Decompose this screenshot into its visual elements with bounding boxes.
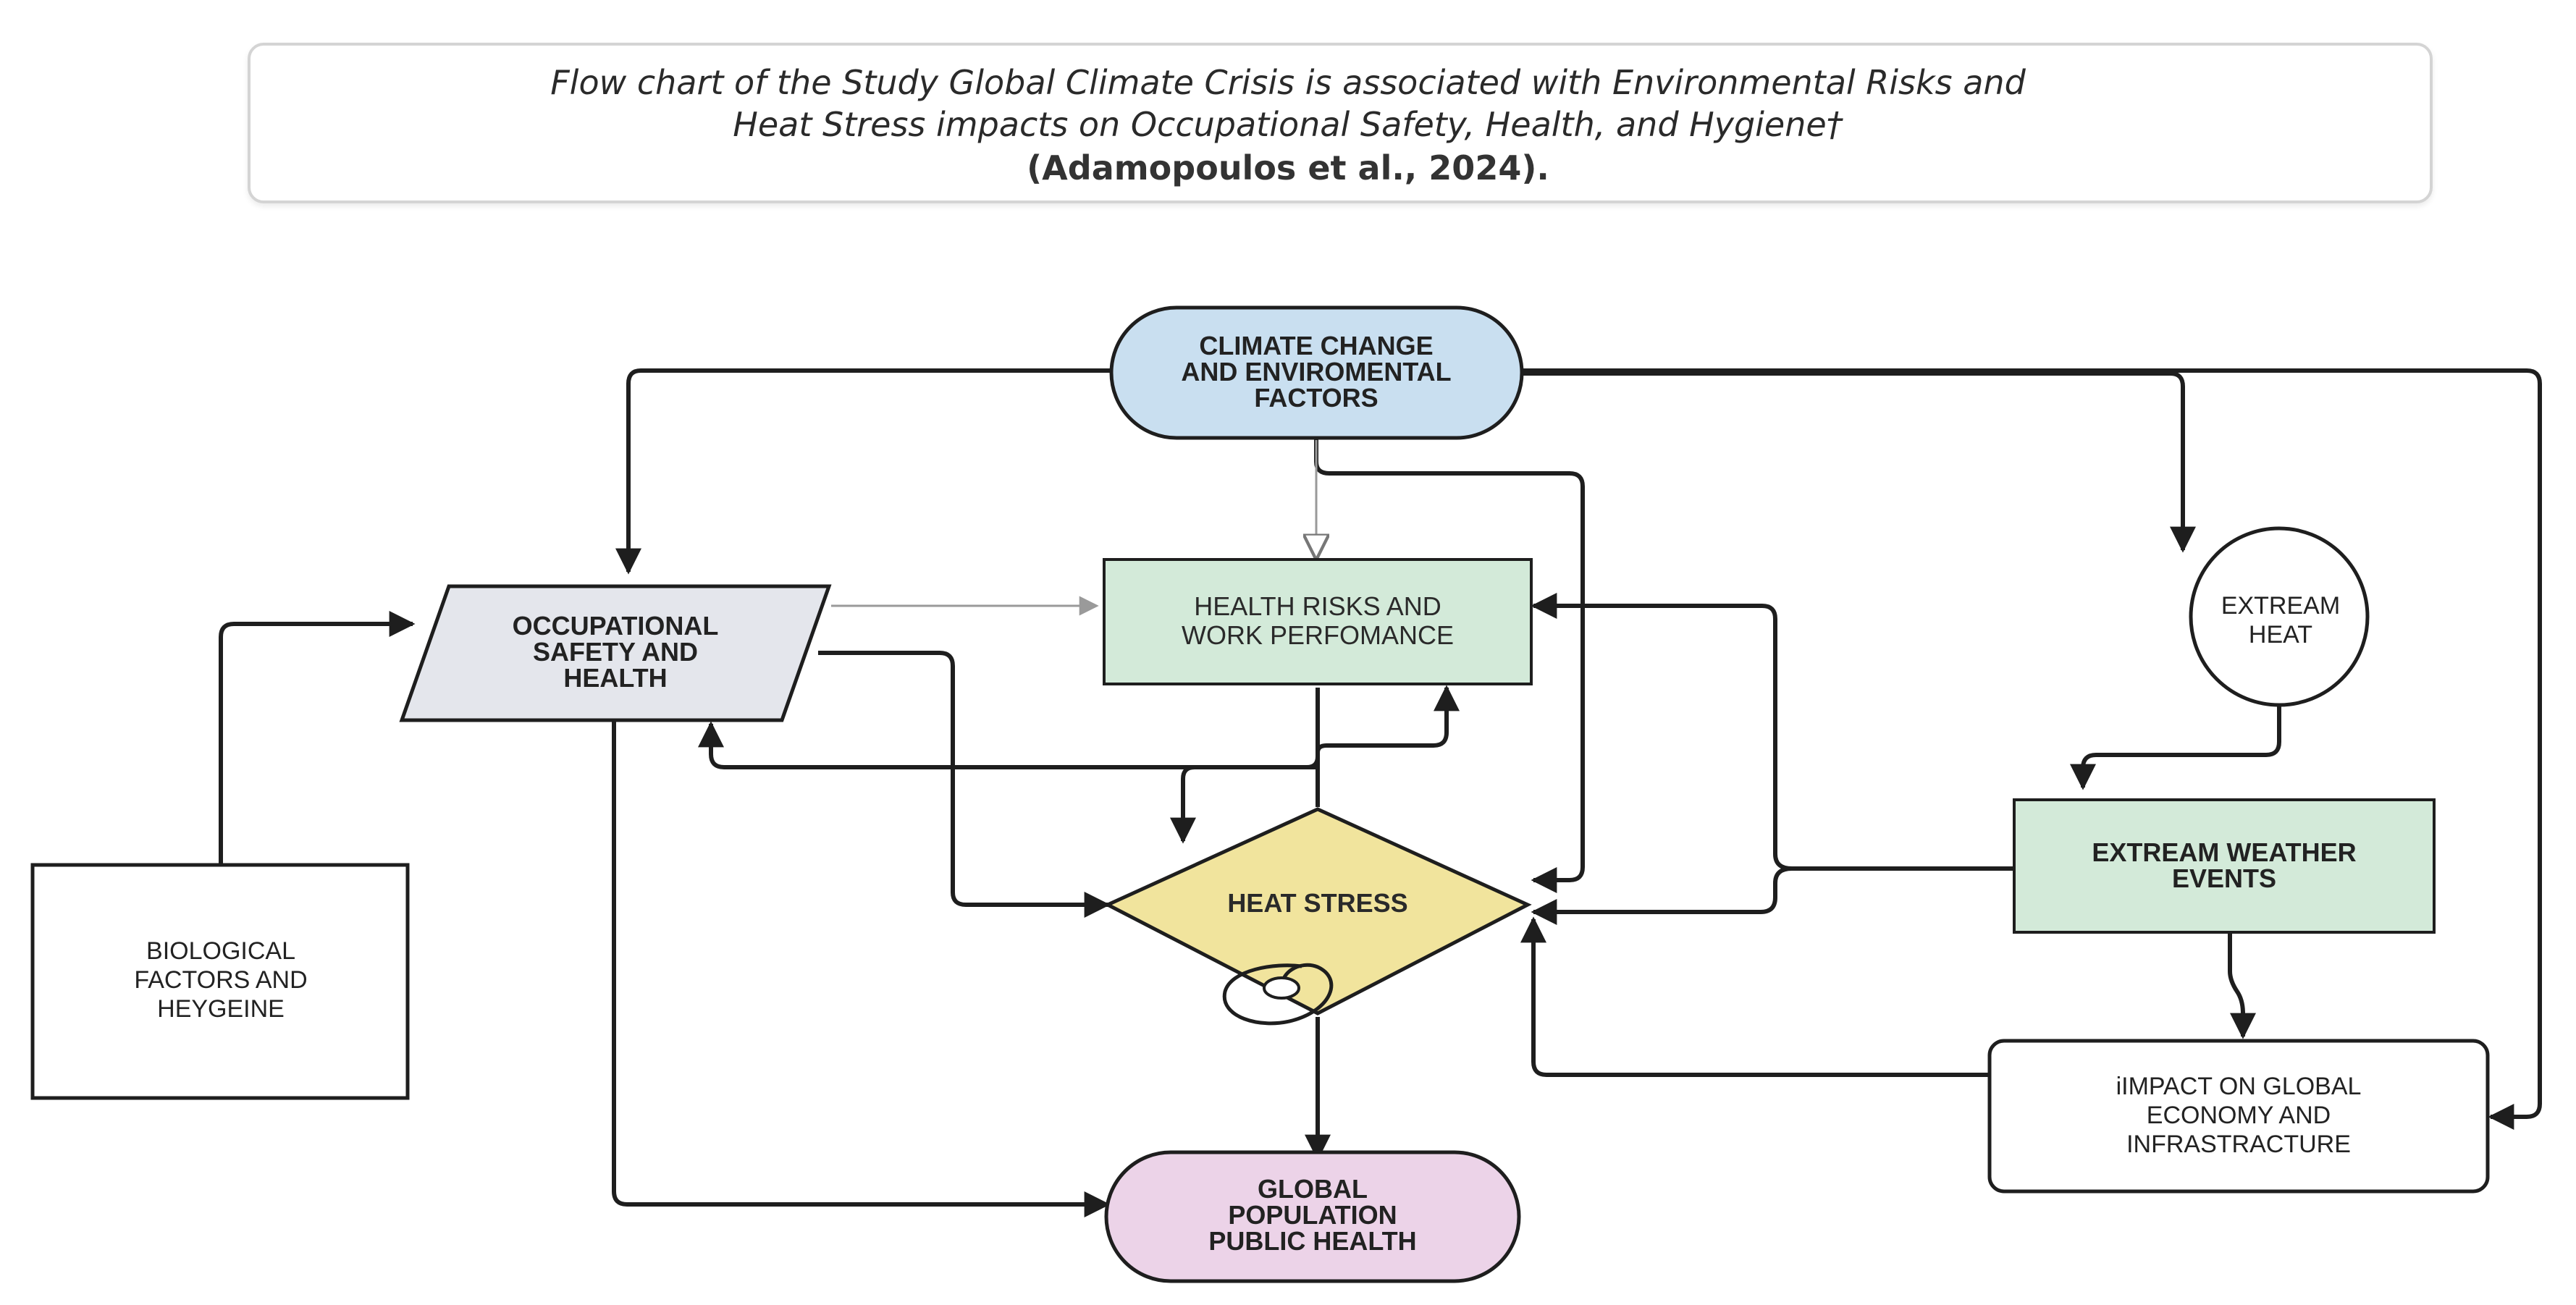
node-occupational-safety-health-line-2: SAFETY AND — [533, 637, 698, 667]
connector-biological-to-osh — [219, 611, 416, 865]
node-biological-factors-shape — [30, 863, 410, 1100]
connector-climate-to-impact-economy — [1522, 368, 2542, 1130]
node-health-risks: HEALTH RISKS AND WORK PERFOMANCE — [1103, 558, 1533, 685]
connector-climate-to-extreme-heat — [1522, 371, 2196, 553]
node-occupational-safety-health-line-1: OCCUPATIONAL — [513, 611, 719, 641]
node-extreme-heat-line-1: EXTREAM — [2221, 592, 2340, 620]
node-impact-global-economy-line-1: iIMPACT ON GLOBAL — [2116, 1073, 2362, 1100]
node-impact-global-economy-shape — [1987, 1039, 2490, 1194]
node-heat-stress-label: HEAT STRESS — [1227, 888, 1407, 918]
caption-citation: (Adamopoulos et al., 2024). — [1027, 148, 1549, 187]
connectors — [219, 368, 2542, 1217]
node-climate-change-line-2: AND ENVIROMENTAL — [1181, 357, 1451, 387]
node-extreme-weather-events-line-1: EXTREAM WEATHER — [2092, 837, 2356, 867]
node-heat-stress-shape — [1103, 807, 1532, 1015]
connector-weather-events-to-heat-stress — [1531, 866, 1793, 925]
connector-weather-events-to-impact-economy — [2228, 934, 2256, 1039]
node-extreme-heat-shape — [2189, 526, 2370, 707]
node-heat-stress-self-loop-inner — [1263, 976, 1300, 1000]
node-extreme-weather-events: EXTREAM WEATHER EVENTS — [2013, 798, 2436, 934]
node-occupational-safety-health-shape — [399, 584, 832, 722]
node-extreme-weather-events-shape — [2013, 798, 2436, 934]
node-climate-change-line-3: FACTORS — [1254, 383, 1378, 413]
node-impact-global-economy: iIMPACT ON GLOBAL ECONOMY AND INFRASTRAC… — [1987, 1039, 2490, 1194]
node-occupational-safety-health-line-3: HEALTH — [563, 663, 667, 693]
node-extreme-heat-line-2: HEAT — [2249, 621, 2312, 649]
node-public-health-line-1: GLOBAL — [1258, 1174, 1368, 1204]
node-biological-factors-line-3: HEYGEINE — [157, 995, 285, 1023]
connector-heat-stress-to-health-risks — [1316, 685, 1460, 767]
connector-weather-events-to-health-risks — [1531, 593, 2014, 871]
node-impact-global-economy-line-3: INFRASTRACTURE — [2126, 1131, 2351, 1158]
node-health-risks-shape — [1103, 558, 1533, 685]
node-public-health: GLOBAL POPULATION PUBLIC HEALTH — [1104, 1150, 1521, 1283]
node-biological-factors-line-1: BIOLOGICAL — [146, 937, 295, 965]
connector-extreme-heat-to-weather-events — [2070, 706, 2281, 790]
node-health-risks-line-2: WORK PERFOMANCE — [1182, 620, 1454, 650]
connector-heat-stress-to-osh — [698, 721, 1320, 807]
node-occupational-safety-health: OCCUPATIONAL SAFETY AND HEALTH — [399, 584, 832, 722]
connector-osh-to-heat-stress — [818, 651, 1111, 918]
connector-impact-economy-to-heat-stress — [1520, 916, 1990, 1077]
connector-climate-to-heat-stress — [1314, 437, 1585, 893]
node-biological-factors-line-2: FACTORS AND — [134, 966, 307, 994]
caption-box — [248, 43, 2433, 203]
caption-title-line-1: Flow chart of the Study Global Climate C… — [550, 63, 2026, 102]
node-climate-change: CLIMATE CHANGE AND ENVIROMENTAL FACTORS — [1109, 305, 1524, 440]
node-heat-stress-self-loop — [1222, 963, 1334, 1026]
node-public-health-line-3: PUBLIC HEALTH — [1208, 1226, 1416, 1256]
connector-climate-to-osh — [615, 368, 1111, 575]
node-impact-global-economy-line-2: ECONOMY AND — [2147, 1102, 2331, 1129]
node-extreme-heat: EXTREAM HEAT — [2189, 526, 2370, 707]
node-extreme-weather-events-line-2: EVENTS — [2172, 863, 2276, 893]
node-climate-change-line-1: CLIMATE CHANGE — [1199, 331, 1433, 360]
node-climate-change-shape — [1109, 305, 1524, 440]
node-biological-factors: BIOLOGICAL FACTORS AND HEYGEINE — [30, 863, 410, 1100]
node-health-risks-line-1: HEALTH RISKS AND — [1194, 591, 1441, 621]
node-heat-stress: HEAT STRESS — [1103, 807, 1532, 1026]
caption-title-line-2: Heat Stress impacts on Occupational Safe… — [733, 105, 1843, 144]
node-public-health-shape — [1104, 1150, 1521, 1283]
connector-osh-to-public-health — [612, 720, 1111, 1217]
node-public-health-line-2: POPULATION — [1228, 1200, 1397, 1230]
